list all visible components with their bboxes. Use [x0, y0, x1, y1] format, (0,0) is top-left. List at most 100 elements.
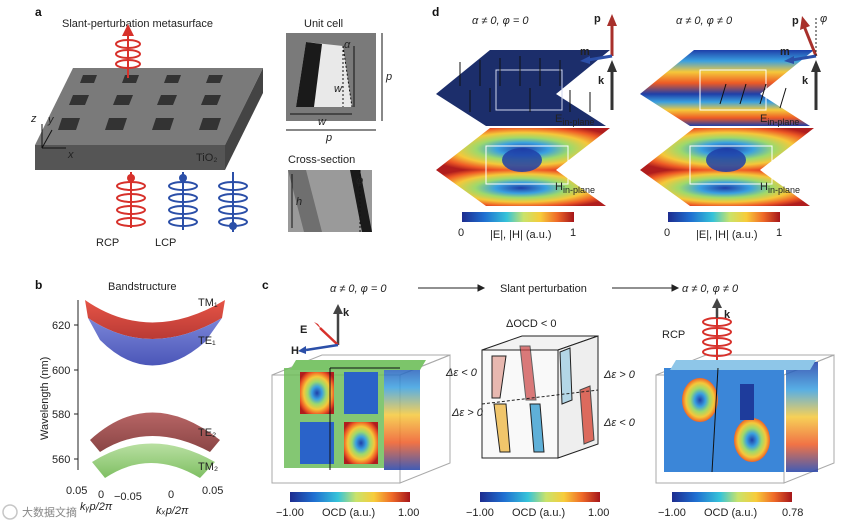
ocd-cube-left — [271, 354, 451, 484]
e-plane-right-label: Ein-plane — [760, 113, 799, 127]
panel-c-mid-title: Slant perturbation — [500, 283, 587, 295]
cbar-d2-label: |E|, |H| (a.u.) — [696, 229, 758, 241]
cbar-d1-min: 0 — [458, 227, 464, 239]
cross-section-title: Cross-section — [288, 154, 355, 166]
xtick-a-0: 0.05 — [66, 485, 87, 497]
panel-d-left-title: α ≠ 0, φ = 0 — [472, 15, 529, 27]
e-plane-right — [640, 50, 814, 126]
unit-cell-p-horizontal: p — [325, 132, 332, 144]
band-te2: TE₂ — [198, 427, 216, 439]
panel-d-right-title: α ≠ 0, φ ≠ 0 — [676, 15, 733, 27]
h-plane-right — [640, 128, 814, 206]
panel-c: c α ≠ 0, φ = 0 Slant perturbation α ≠ 0,… — [262, 278, 835, 519]
panel-letter-a: a — [35, 5, 42, 19]
vec-m-left: m — [580, 46, 590, 58]
cbar-d1-label: |E|, |H| (a.u.) — [490, 229, 552, 241]
band-surfaces — [85, 300, 225, 478]
cbar-c2-label: OCD (a.u.) — [512, 507, 565, 519]
xtick-a-1: 0 — [98, 489, 104, 501]
panel-b: b Bandstructure Wavelength (nm) 620 600 … — [35, 278, 225, 517]
colorbar-c-3: −1.00 OCD (a.u.) 0.78 — [658, 492, 803, 519]
panel-a-title: Slant-perturbation metasurface — [62, 18, 213, 30]
lcp-label: LCP — [155, 237, 176, 249]
cbar-c1-max: 1.00 — [398, 507, 419, 519]
delta-eps-2: Δε > 0 — [451, 407, 484, 419]
cross-section-phi: φ — [356, 175, 363, 187]
cbar-c1-min: −1.00 — [276, 507, 304, 519]
vec-k-label: k — [343, 307, 350, 319]
rcp-helix-top — [115, 24, 141, 78]
ytick-560: 560 — [52, 454, 70, 466]
slant-schematic — [481, 335, 599, 459]
ocd-cube-right — [655, 354, 835, 484]
unit-cell-w-horizontal: w — [318, 116, 327, 128]
cbar-d2-max: 1 — [776, 227, 782, 239]
cbar-c3-min: −1.00 — [658, 507, 686, 519]
cbar-d2-min: 0 — [664, 227, 670, 239]
vec-k-right: k — [802, 75, 809, 87]
unit-cell-diagram — [286, 33, 383, 131]
rcp-label: RCP — [96, 237, 119, 249]
vec-k-label-c: k — [724, 309, 731, 321]
panel-a: a Slant-perturbation metasurface — [30, 5, 392, 249]
watermark-text: 大数据文摘 — [22, 505, 77, 519]
e-plane-left — [436, 50, 610, 126]
cbar-c1-label: OCD (a.u.) — [322, 507, 375, 519]
ehk-vectors — [298, 304, 343, 354]
cbar-c3-label: OCD (a.u.) — [704, 507, 757, 519]
axis-z-label: z — [30, 113, 37, 125]
xtick-b-1: 0.05 — [202, 485, 223, 497]
vec-phi-right: φ — [820, 13, 827, 25]
panel-b-yticks — [74, 324, 78, 460]
panel-d: d α ≠ 0, φ = 0 α ≠ 0, φ ≠ 0 Ein-plane — [432, 5, 827, 241]
cbar-c2-min: −1.00 — [466, 507, 494, 519]
lcp-helix-1 — [168, 172, 198, 230]
colorbar-c-1: −1.00 OCD (a.u.) 1.00 — [276, 492, 419, 519]
axes-triad — [41, 124, 66, 149]
unit-cell-title: Unit cell — [304, 18, 343, 30]
vec-e-label: E — [300, 324, 307, 336]
watermark: 大数据文摘 — [2, 504, 77, 520]
e-plane-left-label: Ein-plane — [555, 113, 594, 127]
ytick-600: 600 — [52, 365, 70, 377]
h-plane-left — [436, 128, 610, 206]
cbar-c3-max: 0.78 — [782, 507, 803, 519]
xtick-b-0: 0 — [168, 489, 174, 501]
panel-b-title: Bandstructure — [108, 281, 176, 293]
unit-cell-p-vertical: p — [385, 71, 392, 83]
panel-letter-c: c — [262, 278, 269, 292]
vec-p-left: p — [594, 13, 601, 25]
cross-section-diagram — [288, 170, 372, 232]
panel-c-arrows — [418, 284, 680, 292]
rcp-helix-c — [702, 310, 732, 360]
axis-x-label: x — [67, 149, 74, 161]
band-tm1: TM₁ — [198, 297, 218, 309]
band-te1: TE₁ — [198, 335, 216, 347]
delta-ocd-label: ΔOCD < 0 — [506, 318, 556, 330]
colorbar-d-1: 0 |E|, |H| (a.u.) 1 — [458, 212, 576, 241]
pmk-vectors-right — [784, 16, 821, 110]
h-plane-left-label: Hin-plane — [555, 181, 595, 195]
metasurface-slab: TiO₂ — [35, 68, 263, 170]
delta-eps-1: Δε < 0 — [445, 367, 478, 379]
h-plane-right-label: Hin-plane — [760, 181, 800, 195]
cbar-d1-max: 1 — [570, 227, 576, 239]
panel-letter-d: d — [432, 5, 439, 19]
vec-k-left: k — [598, 75, 605, 87]
vec-m-right: m — [780, 46, 790, 58]
cbar-c2-max: 1.00 — [588, 507, 609, 519]
cross-section-h: h — [296, 196, 302, 208]
xlabel-ky: kᵧp/2π — [80, 501, 113, 513]
vec-h-label: H — [291, 345, 299, 357]
colorbar-d-2: 0 |E|, |H| (a.u.) 1 — [664, 212, 782, 241]
material-label: TiO₂ — [196, 152, 218, 164]
ytick-620: 620 — [52, 320, 70, 332]
panel-c-left-title: α ≠ 0, φ = 0 — [330, 283, 387, 295]
delta-eps-3: Δε > 0 — [603, 369, 636, 381]
band-tm2: TM₂ — [198, 461, 218, 473]
colorbar-c-2: −1.00 OCD (a.u.) 1.00 — [466, 492, 609, 519]
vec-p-right: p — [792, 15, 799, 27]
xlabel-kx: kₓp/2π — [156, 505, 189, 517]
xtick-a-2: −0.05 — [114, 491, 142, 503]
